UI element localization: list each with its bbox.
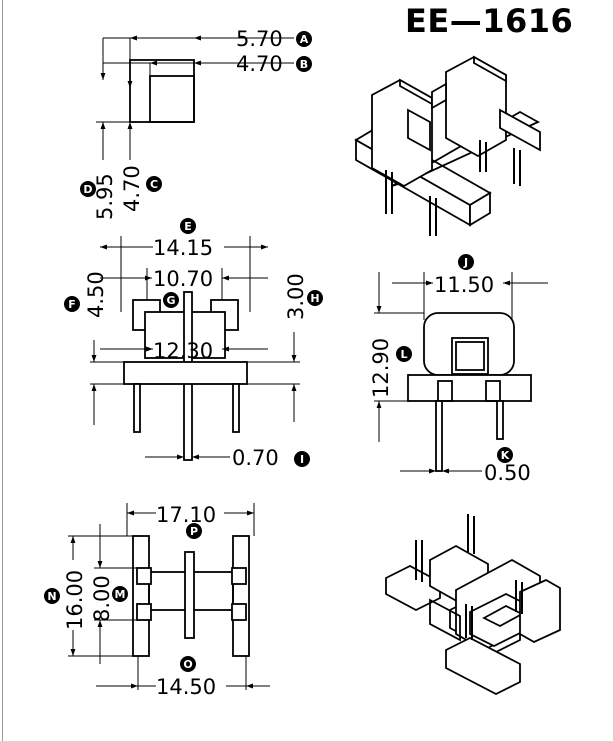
badge-k-letter: K <box>501 449 510 462</box>
side-view: 11.50 J 12.90 L 0.50 K <box>369 254 548 485</box>
sheet-border <box>2 0 3 741</box>
dim-value-f: 4.50 <box>84 271 108 318</box>
badge-h-letter: H <box>310 292 319 305</box>
badge-l-letter: L <box>400 348 407 361</box>
badge-i <box>294 451 310 467</box>
badge-c-letter: C <box>150 178 158 191</box>
badge-h <box>307 290 323 306</box>
badge-n-letter: N <box>47 590 56 603</box>
badge-i-letter: I <box>300 453 304 466</box>
dim-value-x: 12.30 <box>153 339 213 363</box>
dim-value-c: 4.70 <box>120 165 144 212</box>
side-pin-left <box>435 400 443 472</box>
badge-f-letter: F <box>68 298 76 311</box>
badge-p-letter: P <box>190 525 198 538</box>
side-window-outer <box>451 337 489 375</box>
dim-value-a: 5.70 <box>236 27 283 51</box>
front-view: 14.15 E 10.70 G 12.30 <box>64 218 323 470</box>
badge-g-letter: G <box>166 294 175 307</box>
dim-value-l: 12.90 <box>369 338 393 398</box>
badge-b-letter: B <box>300 58 308 71</box>
side-base <box>407 374 532 402</box>
dim-value-k: 0.50 <box>484 461 531 485</box>
dim-value-j: 11.50 <box>434 273 494 297</box>
badge-g <box>163 292 179 308</box>
side-notch-right <box>485 380 501 402</box>
side-window-inner <box>455 341 485 371</box>
badge-j-letter: J <box>463 256 468 269</box>
badge-j <box>458 254 474 270</box>
dim-value-d: 5.95 <box>93 173 117 220</box>
part-title: EE—1616 <box>405 2 574 40</box>
badge-a <box>296 31 312 47</box>
top-tab-4 <box>231 603 247 621</box>
badge-e <box>180 218 196 234</box>
inner-square <box>149 75 195 123</box>
base-plate <box>123 361 248 385</box>
cross-section-view: 5.70 A 4.70 B 5.95 D 4.70 C <box>80 27 312 220</box>
badge-c <box>146 176 162 192</box>
top-view: 17.10 P 16.00 N 8.00 <box>44 503 270 699</box>
dim-value-e: 14.15 <box>153 236 213 260</box>
dim-value-n: 16.00 <box>63 570 87 630</box>
badge-d <box>80 181 96 197</box>
badge-n <box>44 588 60 604</box>
top-tab-1 <box>136 567 152 585</box>
badge-m-letter: M <box>115 588 126 601</box>
badge-m <box>112 586 128 602</box>
dim-value-b: 4.70 <box>236 52 283 76</box>
badge-o-letter: O <box>183 658 192 671</box>
badge-f <box>64 296 80 312</box>
top-tab-2 <box>136 603 152 621</box>
badge-l <box>396 346 412 362</box>
badge-a-letter: A <box>300 33 309 46</box>
dim-value-h: 3.00 <box>284 273 308 320</box>
isometric-view-lower <box>385 514 561 696</box>
dim-value-p: 17.10 <box>156 503 216 527</box>
right-pin <box>232 383 240 433</box>
side-notch-left <box>437 380 453 402</box>
badge-k <box>497 447 513 463</box>
top-flange-right <box>232 535 250 657</box>
outer-square <box>129 59 195 123</box>
badge-d-letter: D <box>83 183 92 196</box>
dim-value-o: 14.50 <box>156 675 216 699</box>
isometric-view-upper <box>354 55 541 236</box>
dim-value-i: 0.70 <box>232 446 279 470</box>
top-center-pin <box>184 551 195 639</box>
dim-value-g: 10.70 <box>153 267 213 291</box>
badge-e-letter: E <box>184 220 192 233</box>
dim-value-m: 8.00 <box>90 575 114 622</box>
badge-o <box>180 656 196 672</box>
badge-p <box>186 523 202 539</box>
top-flange-left <box>132 535 150 657</box>
side-pin-right <box>496 400 504 440</box>
badge-b <box>296 56 312 72</box>
left-pin <box>133 383 141 433</box>
top-tab-3 <box>231 567 247 585</box>
